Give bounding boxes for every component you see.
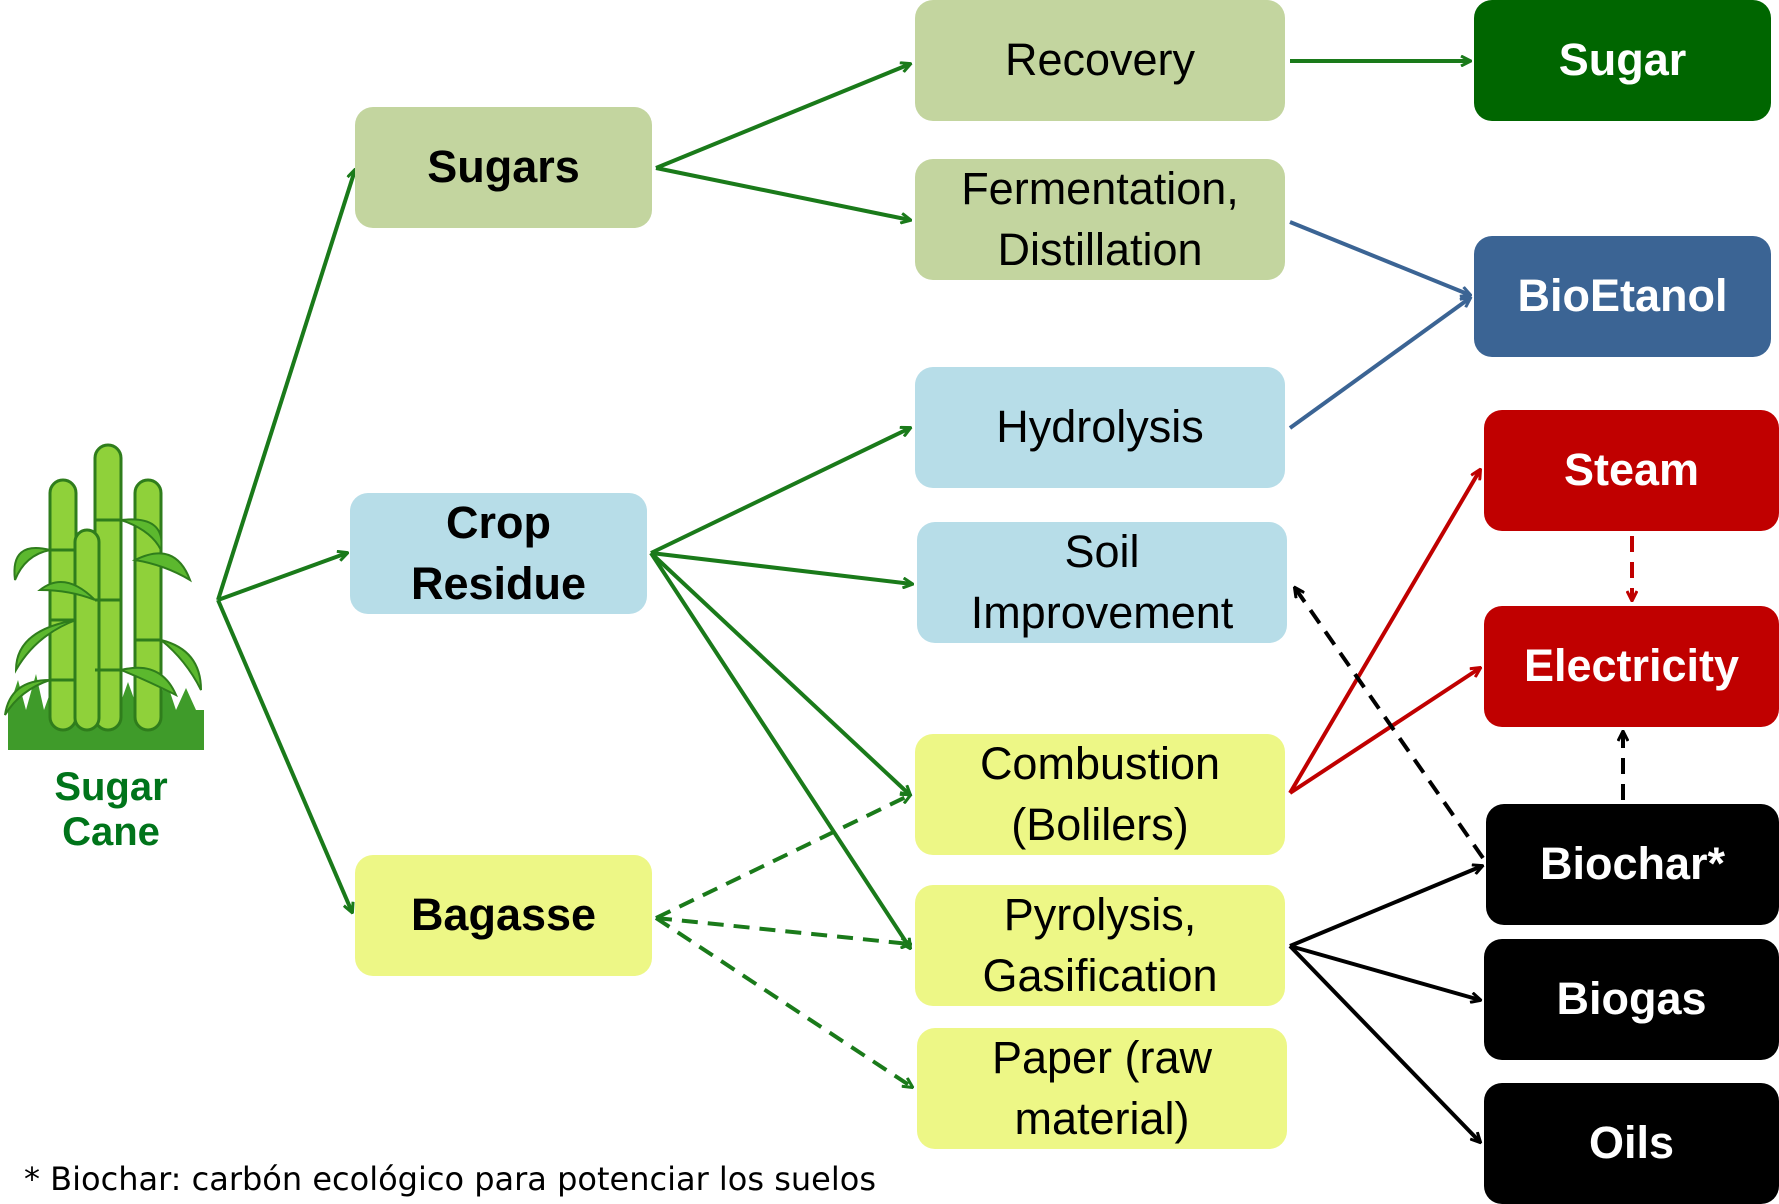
node-bagasse: Bagasse	[355, 855, 652, 976]
node-paper: Paper (raw material)	[917, 1028, 1287, 1149]
arrow-crop-residue-to-soil-improvement	[650, 551, 912, 584]
arrow-sugars-to-fermentation	[655, 166, 910, 220]
arrow-bagasse-to-paper	[654, 916, 912, 1087]
node-combustion: Combustion (Bolilers)	[915, 734, 1285, 855]
arrow-pyrolysis-to-oils	[1288, 944, 1480, 1142]
footnote: * Biochar: carbón ecológico para potenci…	[24, 1160, 876, 1198]
arrow-fermentation-to-bioetanol	[1289, 220, 1470, 295]
node-recovery: Recovery	[915, 0, 1285, 121]
node-crop-residue: Crop Residue	[350, 493, 647, 614]
node-fermentation-distillation: Fermentation, Distillation	[915, 159, 1285, 280]
node-sugars: Sugars	[355, 107, 652, 228]
arrow-hydrolysis-to-bioetanol	[1288, 298, 1470, 430]
sugar-cane-label: Sugar Cane	[54, 765, 168, 854]
arrow-crop-residue-to-pyrolysis	[649, 551, 910, 948]
arrow-sugar-cane-to-bagasse	[216, 599, 352, 912]
node-sugar: Sugar	[1474, 0, 1771, 121]
arrow-sugar-cane-to-sugars	[216, 170, 355, 601]
arrow-combustion-to-electricity	[1288, 668, 1480, 795]
node-hydrolysis: Hydrolysis	[915, 367, 1285, 488]
arrow-sugars-to-recovery	[655, 64, 910, 170]
arrow-biochar-to-soil-improvement	[1295, 588, 1485, 860]
arrow-pyrolysis-to-biogas	[1289, 944, 1480, 1000]
arrow-pyrolysis-to-biochar	[1289, 866, 1482, 948]
node-soil-improvement: Soil Improvement	[917, 522, 1287, 643]
arrow-bagasse-to-combustion	[655, 795, 910, 920]
node-electricity: Electricity	[1484, 606, 1779, 727]
arrow-crop-residue-to-hydrolysis	[650, 428, 910, 555]
arrow-combustion-to-steam	[1288, 470, 1480, 795]
sugar-cane-illustration	[4, 443, 204, 750]
arrow-sugar-cane-to-crop-residue	[217, 553, 347, 602]
node-steam: Steam	[1484, 410, 1779, 531]
node-bioetanol: BioEtanol	[1474, 236, 1771, 357]
node-biogas: Biogas	[1484, 939, 1779, 1060]
arrow-crop-residue-to-combustion	[649, 551, 910, 795]
node-pyrolysis-gasification: Pyrolysis, Gasification	[915, 885, 1285, 1006]
node-biochar: Biochar*	[1486, 804, 1779, 925]
node-oils: Oils	[1484, 1083, 1779, 1204]
arrow-bagasse-to-pyrolysis	[655, 916, 910, 944]
